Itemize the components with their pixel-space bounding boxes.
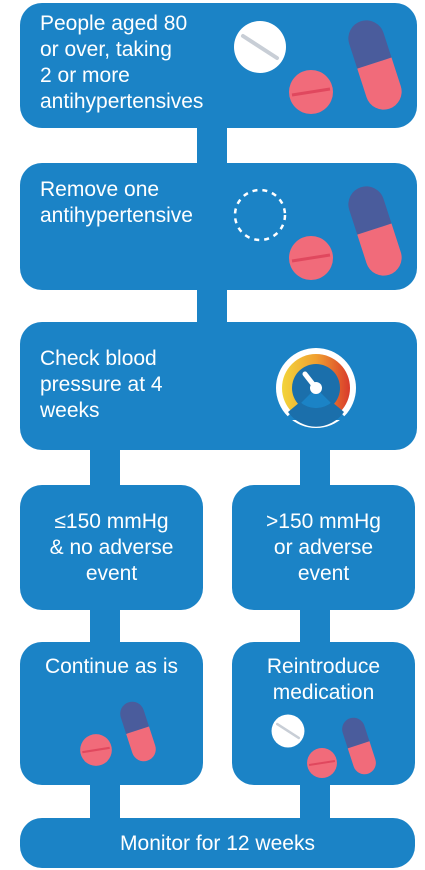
check-line-3: weeks	[40, 399, 100, 422]
step-monitor-box: Monitor for 12 weeks	[20, 818, 415, 868]
remove-line-2: antihypertensive	[40, 204, 193, 227]
continue-line-1: Continue as is	[44, 655, 179, 678]
monitor-line-1: Monitor for 12 weeks	[120, 832, 315, 855]
round-pill-icon	[80, 734, 112, 766]
high-line-3: event	[297, 562, 350, 585]
round-pill-icon	[289, 236, 333, 280]
high-line-2: or adverse	[273, 536, 374, 559]
reintroduce-line-1: Reintroduce	[266, 655, 381, 678]
step-remove-box: Remove one antihypertensive	[20, 163, 417, 290]
start-line-4: antihypertensives	[40, 90, 204, 113]
tablet-icon	[271, 714, 305, 748]
connector-high-reintroduce	[300, 605, 330, 647]
capsule-icon	[120, 701, 156, 762]
low-line-2: & no adverse	[49, 536, 174, 559]
step-high-box: >150 mmHg or adverse event	[232, 485, 415, 610]
low-line-1: ≤150 mmHg	[54, 510, 169, 533]
connector-low-continue	[90, 605, 120, 647]
capsule-icon	[348, 20, 402, 110]
connector-reintroduce-monitor	[300, 783, 330, 823]
connector-check-high	[300, 448, 330, 490]
high-line-1: >150 mmHg	[266, 510, 381, 533]
start-line-3: 2 or more	[40, 64, 130, 87]
step-check-box: Check blood pressure at 4 weeks	[20, 322, 417, 450]
step-continue-box: Continue as is	[20, 642, 203, 785]
round-pill-icon	[307, 748, 337, 778]
capsule-icon	[348, 186, 402, 276]
step-reintroduce-box: Reintroduce medication	[232, 642, 415, 785]
round-pill-icon	[289, 70, 333, 114]
low-line-3: event	[85, 562, 138, 585]
reintroduce-line-2: medication	[272, 681, 375, 704]
dashed-circle-icon	[233, 188, 287, 242]
gauge-icon	[276, 348, 356, 428]
capsule-icon	[342, 717, 376, 775]
start-line-1: People aged 80	[40, 12, 188, 35]
connector-remove-check	[197, 285, 227, 325]
step-start-box: People aged 80 or over, taking 2 or more…	[20, 3, 417, 128]
step-low-box: ≤150 mmHg & no adverse event	[20, 485, 203, 610]
check-line-2: pressure at 4	[40, 373, 163, 396]
check-line-1: Check blood	[40, 347, 157, 370]
start-line-2: or over, taking	[40, 38, 172, 61]
remove-line-1: Remove one	[40, 178, 160, 201]
tablet-icon	[234, 21, 286, 73]
connector-continue-monitor	[90, 783, 120, 823]
connector-check-low	[90, 448, 120, 490]
connector-start-remove	[197, 125, 227, 170]
